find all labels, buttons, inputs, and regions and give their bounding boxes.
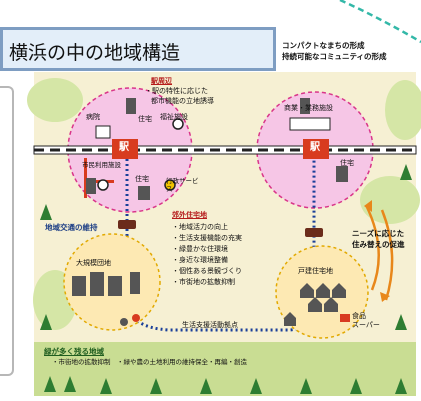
- right-station-label: 駅: [310, 142, 320, 153]
- tree-icon: [350, 378, 362, 394]
- building-icon: [126, 98, 136, 114]
- house-icon: [332, 283, 346, 298]
- relocation-arrowhead: [380, 292, 390, 302]
- left-station-label: 駅: [119, 142, 129, 153]
- relocation-arrow: [380, 209, 394, 301]
- regional-transport-label: 地域交通の維持: [45, 223, 98, 232]
- welfare-label: 福祉施設: [160, 113, 188, 121]
- house-icon: [300, 283, 314, 298]
- suburb-heading: 郊外住宅地: [172, 211, 207, 219]
- building-icon: [90, 272, 104, 296]
- green-heading: 緑が多く残る地域: [44, 347, 104, 356]
- admin-services-label: 行政サービス: [166, 177, 199, 193]
- housing-label-right: 住宅: [340, 159, 354, 167]
- house-icon: [316, 283, 330, 298]
- building-icon: [300, 98, 310, 114]
- tree-icon: [40, 204, 52, 220]
- marker-icon: [97, 179, 109, 191]
- supermarket-label-2: スーパー: [352, 321, 380, 329]
- station-area-heading: 駅周辺: [151, 77, 172, 85]
- header-right-line1: コンパクトなまちの形成: [282, 41, 365, 50]
- marker-icon: [120, 318, 128, 326]
- house-icon: [324, 297, 338, 312]
- bus-icon: [305, 228, 323, 237]
- page-title: 横浜の中の地域構造: [9, 42, 181, 64]
- green-patch: [27, 78, 83, 122]
- needs-label-2: 住み替えの促進: [352, 240, 405, 249]
- side-panel-edge: [0, 86, 14, 376]
- large-complex-label: 大規模団地: [76, 259, 111, 267]
- station-area-line2: 都市機能の立地誘導: [151, 97, 214, 105]
- tree-icon: [100, 378, 112, 394]
- suburb-item: ・市街地の拡散抑制: [172, 278, 235, 286]
- title-box: 横浜の中の地域構造: [0, 27, 276, 71]
- left-station-box: [112, 139, 138, 159]
- building-icon: [289, 117, 331, 131]
- green-patch: [360, 176, 420, 224]
- needs-label-1: ニーズに応じた: [352, 229, 405, 238]
- marker-icon: [164, 179, 176, 191]
- tree-icon: [44, 376, 56, 392]
- tree-icon: [395, 378, 407, 394]
- house-icon: [308, 297, 322, 312]
- tree-icon: [395, 314, 407, 330]
- suburb-item: ・身近な環境整備: [172, 256, 228, 264]
- suburb-item: ・個性ある景観づくり: [172, 267, 242, 275]
- green-text: ・市街地の拡散抑制 ・緑や農の土地利用の維持保全・再編・創造: [52, 358, 247, 366]
- life-support-hub-label: 生活支援活動拠点: [182, 321, 238, 329]
- tree-icons: [40, 164, 412, 394]
- house-icon: [284, 312, 296, 326]
- city-hall-label: 市民利用施設: [82, 161, 121, 169]
- tree-icon: [150, 378, 162, 394]
- building-icon: [130, 272, 140, 294]
- building-icon: [138, 186, 150, 200]
- building-icon: [72, 276, 86, 296]
- station-area-line1: ・駅の特性に応じた: [145, 87, 208, 95]
- commerce-label: 商業・業務施設: [284, 104, 333, 112]
- suburb-item: ・地域活力の向上: [172, 223, 228, 231]
- bus-icon: [118, 220, 136, 229]
- building-icon: [86, 178, 96, 194]
- tree-icon: [64, 376, 76, 392]
- suburb-item: ・生活支援機能の充実: [172, 234, 242, 242]
- housing-label-left-top: 住宅: [138, 115, 152, 123]
- tree-icon: [200, 378, 212, 394]
- relocation-arrowhead: [364, 200, 372, 212]
- tree-icon: [40, 314, 52, 330]
- tree-icon: [400, 164, 412, 180]
- building-icon: [95, 125, 111, 139]
- tree-icon: [300, 378, 312, 394]
- marker-icon: [132, 314, 140, 322]
- supermarket-icon: [340, 314, 350, 322]
- suburb-item: ・緑豊かな住環境: [172, 245, 228, 253]
- marker-icon: [172, 118, 184, 130]
- building-icon: [336, 166, 348, 182]
- teal-dashed-connector: [339, 0, 421, 44]
- green-band: [34, 342, 416, 396]
- building-icon: [108, 276, 122, 296]
- right-station-box: [303, 139, 329, 159]
- detached-housing-label: 戸建住宅地: [298, 267, 333, 275]
- supermarket-label-1: 食品: [352, 312, 366, 320]
- red-connector: [84, 158, 87, 198]
- relocation-arrow: [364, 204, 380, 291]
- housing-label-left-bottom: 住宅: [135, 175, 149, 183]
- green-patch: [385, 80, 421, 140]
- tree-icon: [250, 378, 262, 394]
- header-right-line2: 持続可能なコミュニティの形成: [282, 52, 387, 61]
- suburb-items: ・地域活力の向上 ・生活支援機能の充実 ・緑豊かな住環境 ・身近な環境整備 ・個…: [172, 224, 242, 286]
- hospital-label: 病院: [86, 113, 100, 121]
